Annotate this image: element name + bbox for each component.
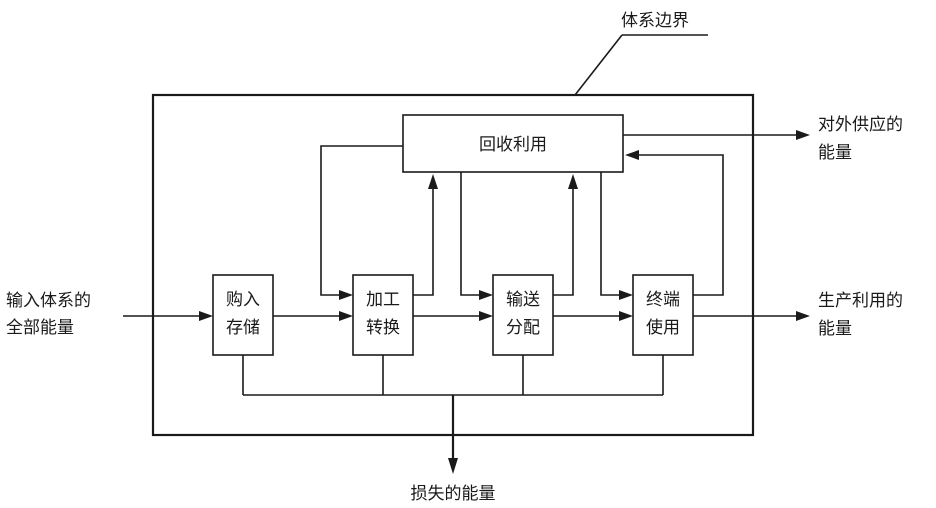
arrowhead-icon	[568, 174, 578, 189]
arrowhead-icon	[796, 130, 810, 140]
stage-transmission-distribution: 输送 分配	[492, 274, 554, 356]
arrowhead-icon	[796, 311, 810, 321]
arrowhead-icon	[619, 311, 633, 321]
input-label-line1: 输入体系的	[6, 291, 91, 311]
loss-label: 损失的能量	[411, 484, 496, 504]
input-label-line2: 全部能量	[6, 318, 74, 338]
stage-label-line2: 转换	[366, 318, 400, 338]
arrowhead-icon	[479, 311, 493, 321]
boundary-label: 体系边界	[621, 11, 689, 31]
external-supply-label-line2: 能量	[818, 143, 852, 163]
arrowhead-icon	[339, 311, 353, 321]
stage-label-line1: 加工	[366, 290, 400, 310]
stage-label-line1: 购入	[226, 290, 260, 310]
recycle-to-processing-line	[320, 145, 403, 296]
arrowhead-icon	[448, 458, 458, 474]
arrowhead-icon	[619, 290, 633, 300]
arrowhead-icon	[625, 150, 639, 160]
stage-label-line1: 终端	[646, 290, 680, 310]
arrowhead-icon	[339, 290, 353, 300]
stage-label-line2: 存储	[226, 318, 260, 338]
external-supply-label-line1: 对外供应的	[818, 115, 903, 135]
stage-box	[352, 274, 414, 356]
recycle-label: 回收利用	[479, 135, 547, 155]
arrowhead-icon	[199, 311, 213, 321]
stage-label-line2: 使用	[646, 317, 680, 338]
production-use-label-line2: 能量	[818, 319, 852, 339]
transmission-to-recycle-line	[553, 188, 574, 296]
processing-to-recycle-line	[413, 188, 434, 296]
recycle-to-transmission-line	[460, 172, 483, 296]
stage-label-line1: 输送	[506, 290, 540, 310]
production-use-label-line1: 生产利用的	[818, 291, 903, 311]
arrowhead-icon	[479, 290, 493, 300]
recycle-box	[402, 114, 624, 173]
stage-box	[632, 274, 694, 356]
stage-processing-conversion: 加工 转换	[352, 274, 414, 356]
stage-label-line2: 分配	[506, 318, 540, 338]
stage-box	[212, 274, 274, 356]
stage-end-use: 终端 使用	[632, 274, 694, 356]
recycle-to-end-use-line	[600, 172, 623, 296]
boundary-leader-line	[574, 34, 623, 96]
stage-purchase-storage: 购入 存储	[212, 274, 274, 356]
arrowhead-icon	[428, 174, 438, 189]
end-use-to-recycle-line	[637, 154, 724, 296]
stage-box	[492, 274, 554, 356]
